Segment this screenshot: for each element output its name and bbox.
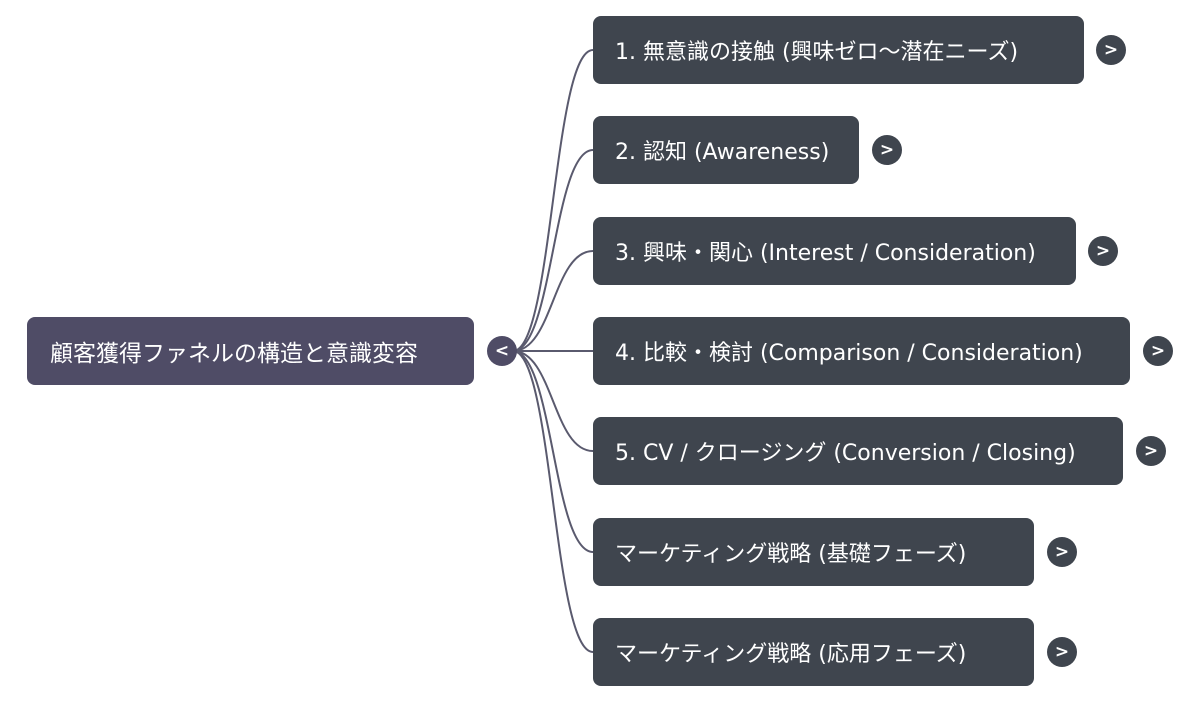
child-node-label: 4. 比較・検討 (Comparison / Consideration) [615, 341, 1083, 366]
chevron-right-icon: > [1054, 642, 1070, 662]
connector-line-3 [512, 250, 594, 352]
chevron-right-icon: > [1095, 241, 1111, 261]
root-node[interactable]: 顧客獲得ファネルの構造と意識変容 [27, 317, 474, 385]
chevron-right-icon: > [1103, 40, 1119, 60]
connector-line-6 [512, 350, 594, 553]
chevron-right-icon: > [879, 140, 895, 160]
collapse-button[interactable]: < [487, 336, 517, 366]
child-node-6[interactable]: マーケティング戦略 (基礎フェーズ) [593, 518, 1034, 586]
child-node-7[interactable]: マーケティング戦略 (応用フェーズ) [593, 618, 1034, 686]
child-node-1[interactable]: 1. 無意識の接触 (興味ゼロ〜潜在ニーズ) [593, 16, 1084, 84]
connector-line-1 [512, 49, 594, 352]
child-node-label: 3. 興味・関心 (Interest / Consideration) [615, 241, 1036, 266]
expand-button-2[interactable]: > [872, 135, 902, 165]
root-node-label: 顧客獲得ファネルの構造と意識変容 [50, 341, 418, 367]
child-node-4[interactable]: 4. 比較・検討 (Comparison / Consideration) [593, 317, 1130, 385]
expand-button-6[interactable]: > [1047, 537, 1077, 567]
expand-button-4[interactable]: > [1143, 336, 1173, 366]
child-node-label: 1. 無意識の接触 (興味ゼロ〜潜在ニーズ) [615, 40, 1019, 65]
chevron-right-icon: > [1150, 341, 1166, 361]
child-node-5[interactable]: 5. CV / クロージング (Conversion / Closing) [593, 417, 1123, 485]
chevron-right-icon: > [1054, 542, 1070, 562]
chevron-right-icon: > [1143, 441, 1159, 461]
expand-button-3[interactable]: > [1088, 236, 1118, 266]
child-node-label: マーケティング戦略 (基礎フェーズ) [615, 542, 967, 567]
child-node-2[interactable]: 2. 認知 (Awareness) [593, 116, 859, 184]
expand-button-1[interactable]: > [1096, 35, 1126, 65]
expand-button-5[interactable]: > [1136, 436, 1166, 466]
child-node-3[interactable]: 3. 興味・関心 (Interest / Consideration) [593, 217, 1076, 285]
chevron-left-icon: < [494, 341, 510, 361]
child-node-label: 5. CV / クロージング (Conversion / Closing) [615, 441, 1076, 466]
child-node-label: マーケティング戦略 (応用フェーズ) [615, 642, 967, 667]
connector-line-5 [512, 350, 594, 452]
child-node-label: 2. 認知 (Awareness) [615, 140, 830, 165]
expand-button-7[interactable]: > [1047, 637, 1077, 667]
connector-line-7 [512, 350, 594, 653]
connector-line-2 [512, 149, 594, 352]
